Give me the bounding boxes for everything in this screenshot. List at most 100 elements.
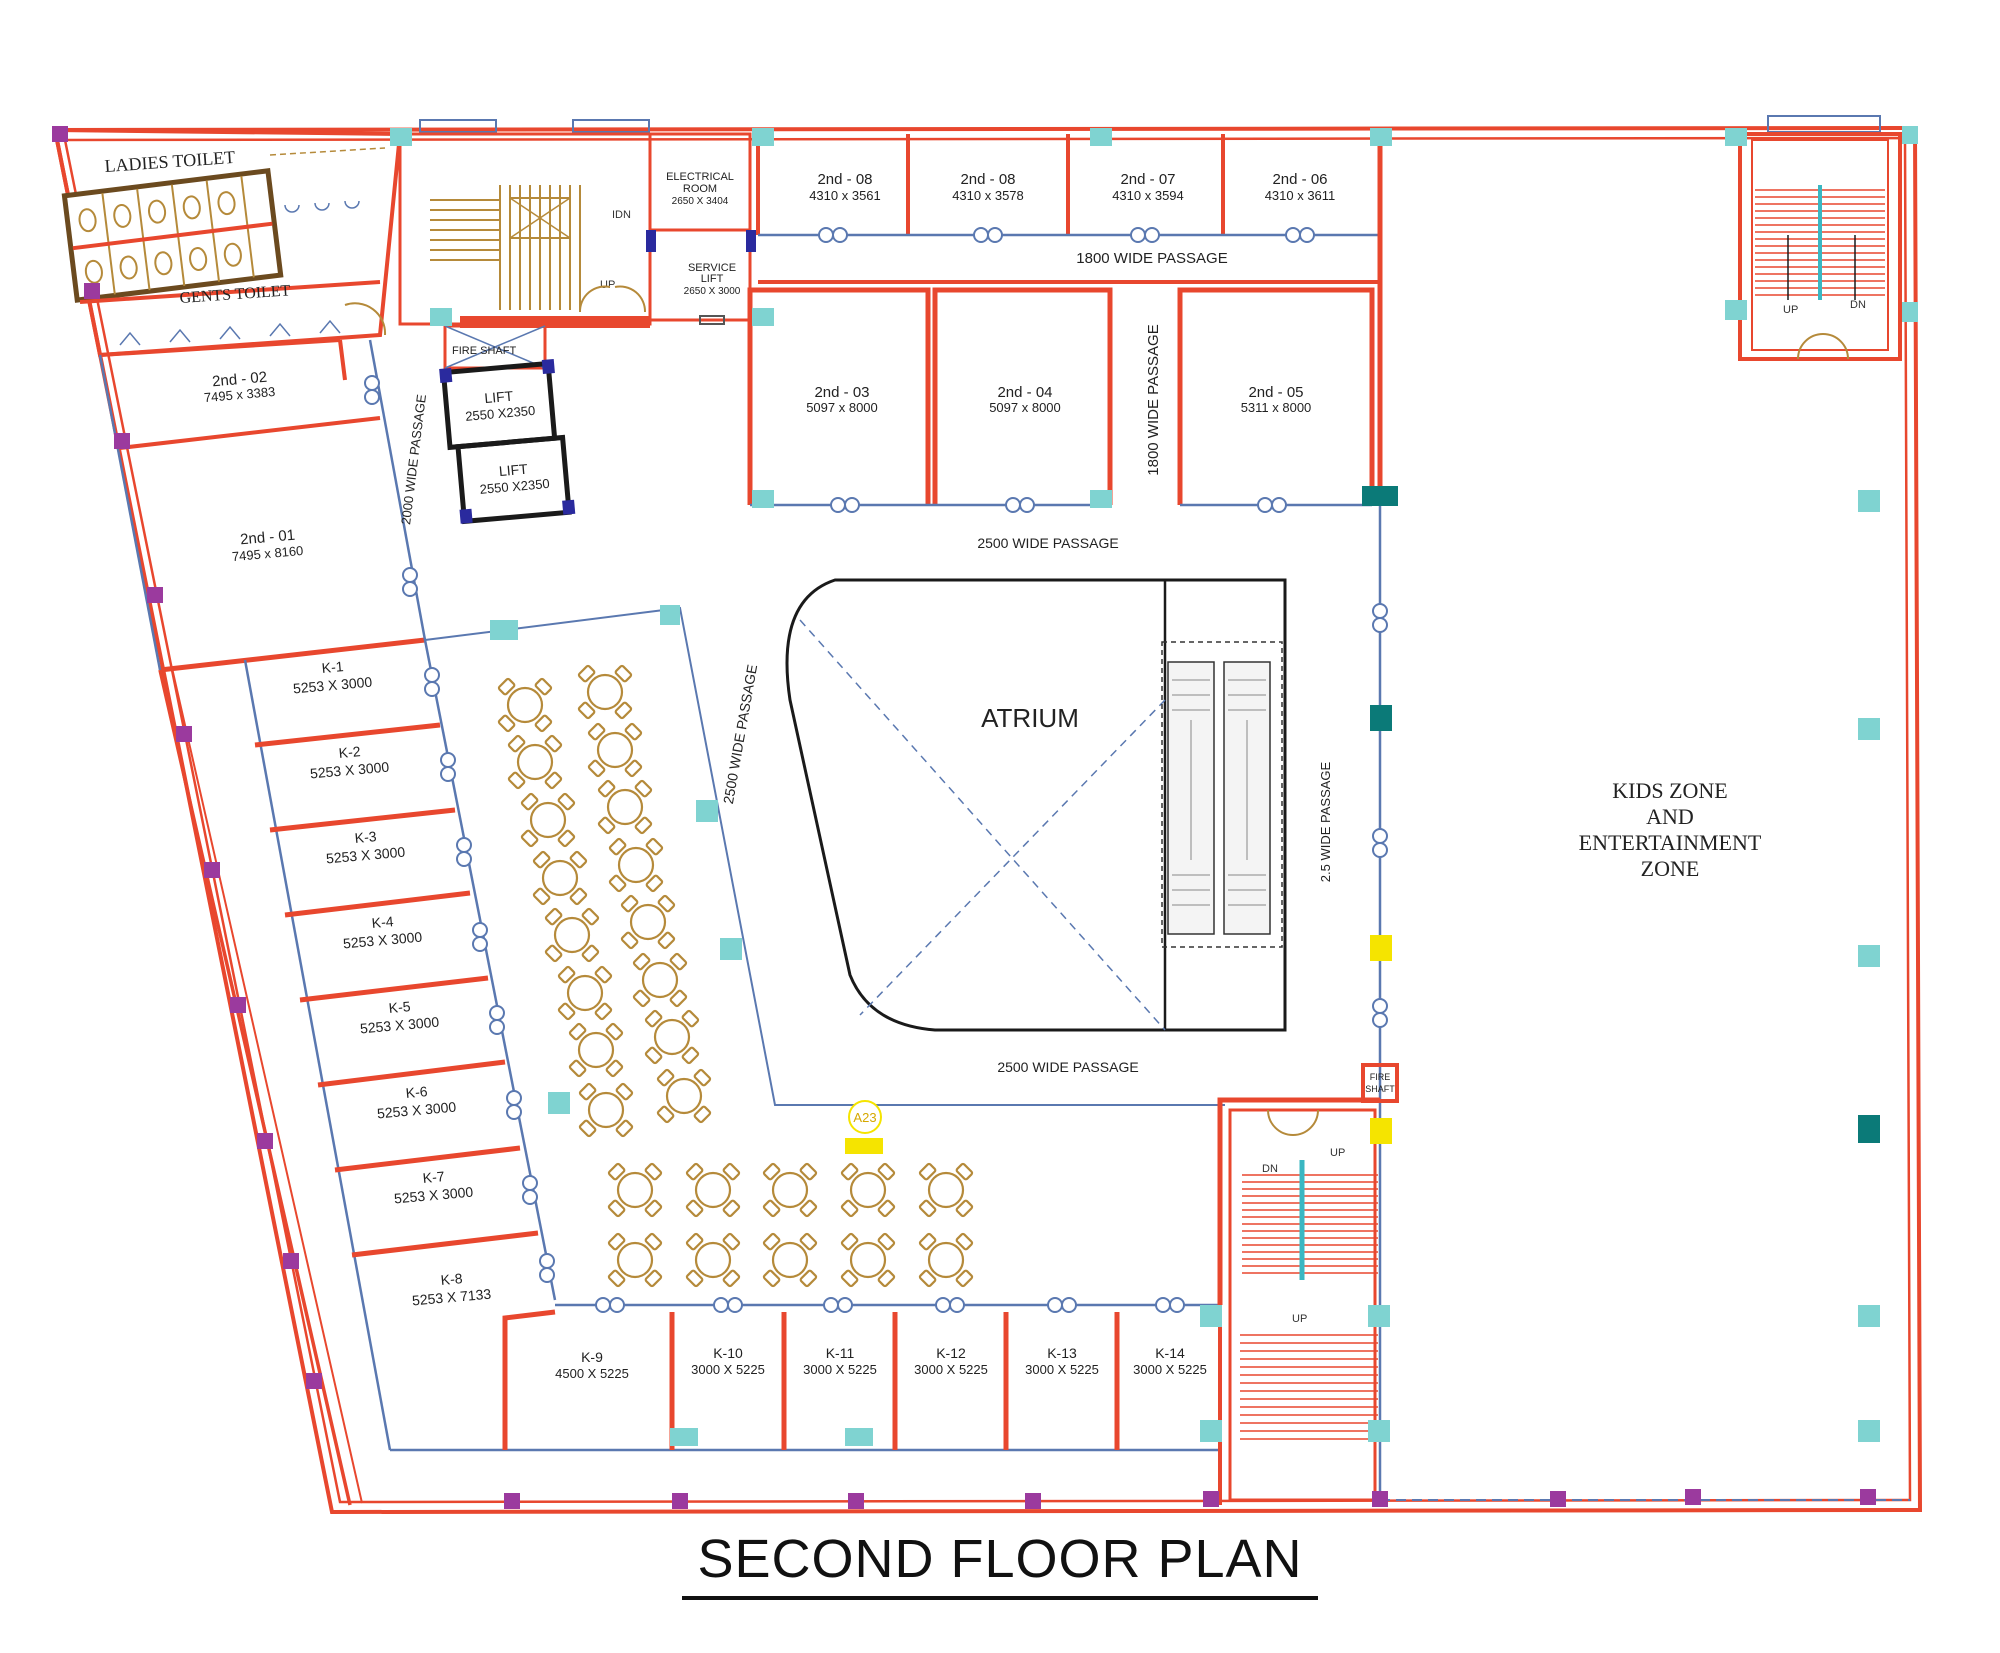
shop-size: 4310 x 3561 xyxy=(809,188,881,203)
shop-id: 2nd - 08 xyxy=(960,171,1015,188)
shop-size: 4310 x 3578 xyxy=(952,188,1024,203)
kiosk-id: K-11 xyxy=(826,1345,855,1361)
kiosk-k2: K-2 5253 X 3000 xyxy=(309,743,390,781)
shop-2nd-08a: 2nd - 08 4310 x 3561 xyxy=(809,171,881,203)
right-core: FIRE SHAFT DN UP UP xyxy=(1217,134,1399,1505)
kiosk-k6: K-6 5253 X 3000 xyxy=(376,1083,457,1121)
shop-2nd-06: 2nd - 06 4310 x 3611 xyxy=(1265,171,1336,203)
kiosk-id: K-7 xyxy=(422,1168,445,1186)
kiosk-id: K-10 xyxy=(713,1345,743,1361)
kiosk-size: 5253 X 3000 xyxy=(359,1014,440,1037)
service-lift-size: 2650 X 3000 xyxy=(684,286,741,297)
electrical-room-size: 2650 X 3404 xyxy=(672,196,729,207)
shop-size: 7495 x 8160 xyxy=(231,543,304,564)
shop-size: 5097 x 8000 xyxy=(989,400,1061,415)
shop-2nd-03: 2nd - 03 5097 x 8000 xyxy=(806,384,878,415)
atrium: ATRIUM xyxy=(785,578,1287,1032)
kiosk-k3: K-3 5253 X 3000 xyxy=(325,828,406,866)
shop-2nd-01: 2nd - 01 7495 x 8160 xyxy=(231,527,304,564)
kiosk-id: K-1 xyxy=(321,658,344,676)
shop-id: 2nd - 03 xyxy=(814,384,869,401)
shop-2nd-08b: 2nd - 08 4310 x 3578 xyxy=(952,171,1024,203)
service-lift-name: SERVICE xyxy=(688,262,736,274)
kiosk-k12: K-12 3000 X 5225 xyxy=(914,1345,988,1377)
kiosk-strip-left xyxy=(158,639,557,1506)
kiosk-size: 5253 X 7133 xyxy=(411,1286,492,1309)
passage-25-vertical: 2.5 WIDE PASSAGE xyxy=(1318,761,1333,882)
kiosk-size: 3000 X 5225 xyxy=(1133,1362,1207,1377)
passage-2000-vertical: 2000 WIDE PASSAGE xyxy=(398,393,429,525)
service-lift: SERVICE LIFT 2650 X 3000 xyxy=(646,228,756,325)
marker-a23-block xyxy=(845,1138,883,1154)
fire-shaft-2-label: FIRE xyxy=(1370,1072,1391,1082)
escalators xyxy=(1161,641,1283,948)
shop-size: 5311 x 8000 xyxy=(1241,400,1312,415)
kiosk-size: 5253 X 3000 xyxy=(342,929,423,952)
kiosk-id: K-2 xyxy=(338,743,361,761)
plan-title-underline xyxy=(682,1596,1318,1600)
kiosk-id: K-14 xyxy=(1155,1345,1185,1361)
kids-zone-line-2: AND xyxy=(1646,804,1694,829)
lift-1-size: 2550 X2350 xyxy=(465,403,536,424)
kiosk-id: K-13 xyxy=(1047,1345,1077,1361)
top-shops xyxy=(756,134,1382,290)
middle-shops xyxy=(747,287,1375,513)
electrical-room-name: ELECTRICAL xyxy=(666,171,734,183)
fire-shaft-1-label: FIRE SHAFT xyxy=(452,345,516,357)
lift-2-name: LIFT xyxy=(498,461,529,479)
lift-2-size: 2550 X2350 xyxy=(479,476,550,497)
passage-2500-top: 2500 WIDE PASSAGE xyxy=(977,535,1118,551)
passage-2500-vertical: 2500 WIDE PASSAGE xyxy=(720,663,760,805)
stair-bottom-right-upper xyxy=(1242,1174,1378,1274)
kiosk-size: 3000 X 5225 xyxy=(1025,1362,1099,1377)
kiosk-size: 5253 X 3000 xyxy=(292,674,373,697)
passage-1800-vertical: 1800 WIDE PASSAGE xyxy=(1145,324,1162,475)
kiosk-size: 4500 X 5225 xyxy=(555,1366,629,1381)
stair-up-label-tr: UP xyxy=(1783,304,1798,316)
shop-id: 2nd - 07 xyxy=(1120,171,1175,188)
kiosk-k10: K-10 3000 X 5225 xyxy=(691,1345,765,1377)
kiosk-size: 3000 X 5225 xyxy=(803,1362,877,1377)
shop-id: 2nd - 01 xyxy=(239,527,295,549)
kiosk-id: K-6 xyxy=(405,1083,428,1101)
kiosk-size: 5253 X 3000 xyxy=(393,1184,474,1207)
structural-columns xyxy=(52,126,1918,1509)
kiosk-size: 5253 X 3000 xyxy=(325,844,406,867)
shop-size: 7495 x 3383 xyxy=(203,384,276,405)
stair-top-right: UP DN xyxy=(1738,132,1902,361)
fire-shaft-2b-label: SHAFT xyxy=(1365,1084,1395,1094)
kids-zone-line-4: ZONE xyxy=(1641,856,1700,881)
service-lift-name2: LIFT xyxy=(701,273,724,285)
kiosk-k9: K-9 4500 X 5225 xyxy=(555,1349,629,1381)
kiosk-k13: K-13 3000 X 5225 xyxy=(1025,1345,1099,1377)
shop-id: 2nd - 06 xyxy=(1272,171,1327,188)
kiosk-strip-bottom xyxy=(390,1297,1220,1452)
shop-id: 2nd - 02 xyxy=(211,369,267,391)
kids-zone-line-1: KIDS ZONE xyxy=(1612,778,1728,803)
shop-2nd-02: 2nd - 02 7495 x 3383 xyxy=(203,369,276,405)
electrical-room-name2: ROOM xyxy=(683,183,717,195)
stair-bottom-right-lower xyxy=(1240,1334,1378,1440)
marker-a23-label: A23 xyxy=(853,1110,876,1125)
shop-2nd-05: 2nd - 05 5311 x 8000 xyxy=(1241,384,1312,415)
atrium-label: ATRIUM xyxy=(981,703,1079,733)
shop-size: 5097 x 8000 xyxy=(806,400,878,415)
stair-up-label: UP xyxy=(600,279,615,291)
kiosk-k4: K-4 5253 X 3000 xyxy=(342,913,423,951)
kiosk-id: K-12 xyxy=(936,1345,966,1361)
toilet-block: LADIES TOILET GENTS TOILET xyxy=(52,127,403,358)
kiosk-k5: K-5 5253 X 3000 xyxy=(359,998,440,1036)
stair-dn-label-tr: DN xyxy=(1850,299,1866,311)
stair-idn-label: IDN xyxy=(612,209,631,221)
kiosk-size: 5253 X 3000 xyxy=(376,1099,457,1122)
stair-dn-label-br: DN xyxy=(1262,1163,1278,1175)
stair-up-label-br: UP xyxy=(1330,1147,1345,1159)
kiosk-k1: K-1 5253 X 3000 xyxy=(292,658,373,696)
ladies-toilet-label: LADIES TOILET xyxy=(104,147,236,176)
kiosk-k14: K-14 3000 X 5225 xyxy=(1133,1345,1207,1377)
stair-top-center: UP IDN xyxy=(398,132,652,328)
kiosk-k7: K-7 5253 X 3000 xyxy=(393,1168,474,1206)
food-court-seating: A23 xyxy=(424,606,1225,1288)
shop-2nd-04: 2nd - 04 5097 x 8000 xyxy=(989,384,1061,415)
